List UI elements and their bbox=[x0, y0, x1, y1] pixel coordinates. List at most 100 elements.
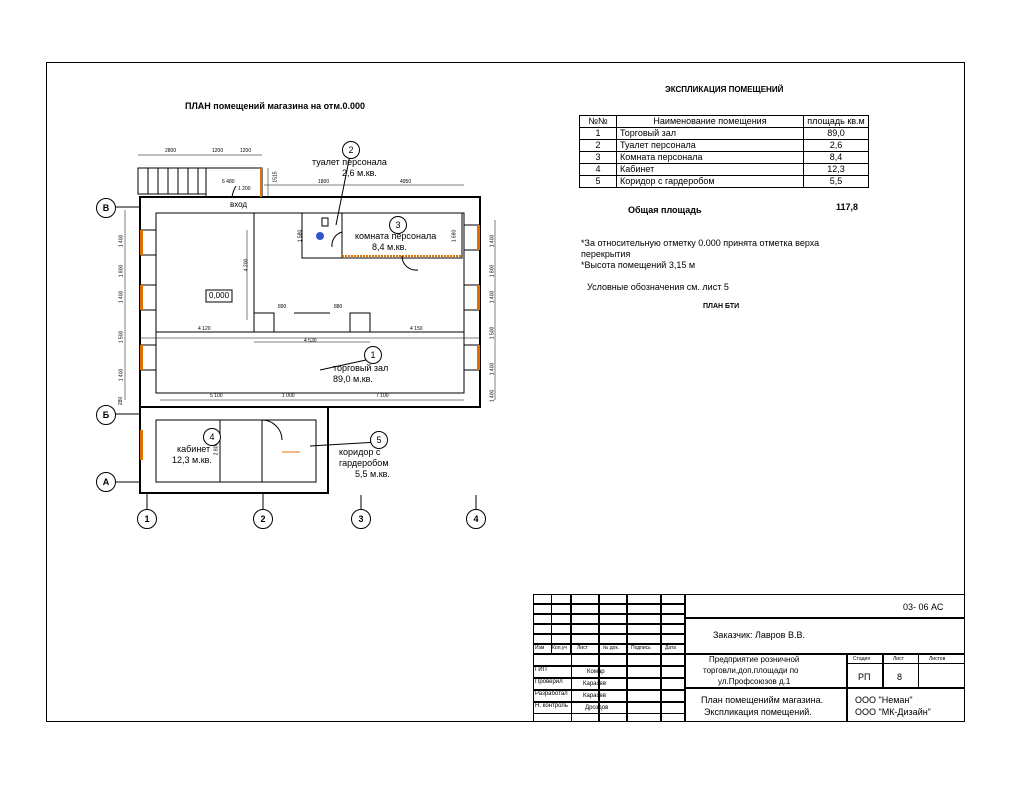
dim-right-5: 1 400 bbox=[489, 362, 496, 376]
note-bti: ПЛАН БТИ bbox=[703, 303, 740, 310]
dim-1515: 1515 bbox=[272, 171, 279, 183]
dim-top-1: 2800 bbox=[165, 148, 177, 154]
dim-1200: 1 200 bbox=[238, 186, 251, 192]
dim-top2-1: 1800 bbox=[318, 179, 330, 185]
title-block: 03- 06 АС Заказчик: Лавров В.В. Изм Кол.… bbox=[533, 594, 965, 722]
project-line-1: Предприятие розничной bbox=[709, 655, 800, 664]
drawing-line-1: План помещенийм магазина. bbox=[701, 695, 824, 705]
room-name-3: комната персонала bbox=[355, 231, 437, 241]
row-num: 5 bbox=[579, 175, 617, 188]
axis-marker-2: 2 bbox=[253, 509, 273, 529]
dim-top2-2: 4950 bbox=[400, 179, 412, 185]
elevation-mark: 0,000 bbox=[209, 291, 230, 300]
name-1: Комар bbox=[587, 669, 605, 675]
dim-top-3: 1200 bbox=[240, 148, 252, 154]
dim-left-2: 1 800 bbox=[118, 264, 125, 278]
room-area-2: 2,6 м.кв. bbox=[342, 168, 377, 178]
axis-marker-v: В bbox=[96, 198, 116, 218]
dim-4150: 4 150 bbox=[410, 326, 423, 332]
stage-label: Стадия bbox=[853, 656, 871, 662]
dim-bottom-3: 7 100 bbox=[376, 393, 389, 399]
row-name: Комната персонала bbox=[616, 151, 804, 164]
room-number-2: 2 bbox=[342, 141, 360, 159]
dim-1680: 1 680 bbox=[451, 229, 458, 243]
project-line-3: ул.Профсоюзов д.1 bbox=[718, 677, 791, 686]
axis-marker-b: Б bbox=[96, 405, 116, 425]
room-area-3: 8,4 м.кв. bbox=[372, 242, 407, 252]
drawing-frame bbox=[46, 62, 965, 722]
room-area-5: 5,5 м.кв. bbox=[355, 469, 390, 479]
dim-left-3: 1 400 bbox=[118, 290, 125, 304]
table-row: 3 Комната персонала 8,4 bbox=[579, 151, 869, 164]
dim-right-4: 1 500 bbox=[489, 326, 496, 340]
role-checked: Проверил bbox=[535, 679, 563, 685]
dim-6480: 6 480 bbox=[222, 179, 235, 185]
table-header-row: №№ Наименование помещения площадь кв.м bbox=[579, 115, 869, 128]
row-num: 1 bbox=[579, 127, 617, 140]
header-name: Наименование помещения bbox=[616, 115, 804, 128]
dim-bottom-2: 1 000 bbox=[282, 393, 295, 399]
header-num: №№ bbox=[579, 115, 617, 128]
room-name-5: коридор с гардеробом bbox=[339, 447, 389, 468]
note-height: *Высота помещений 3,15 м bbox=[581, 260, 696, 270]
stamp-col-2: Кол.уч bbox=[552, 645, 567, 651]
stamp-col-6: Дата bbox=[665, 645, 677, 651]
customer-name: Заказчик: Лавров В.В. bbox=[713, 630, 805, 640]
room-number-1: 1 bbox=[364, 346, 382, 364]
note-elevation-cont: перекрытия bbox=[581, 249, 631, 259]
stamp-col-5: Подпись bbox=[631, 645, 651, 651]
dim-left-1: 1 400 bbox=[118, 234, 125, 248]
row-name: Коридор с гардеробом bbox=[616, 175, 804, 188]
row-area: 2,6 bbox=[803, 139, 869, 152]
room-area-4: 12,3 м.кв. bbox=[172, 455, 212, 465]
row-name: Туалет персонала bbox=[616, 139, 804, 152]
room-number-3: 3 bbox=[389, 216, 407, 234]
note-elevation: *За относительную отметку 0.000 принята … bbox=[581, 238, 820, 248]
axis-marker-4: 4 bbox=[466, 509, 486, 529]
row-name: Кабинет bbox=[616, 163, 804, 176]
header-area: площадь кв.м bbox=[803, 115, 869, 128]
table-row: 5 Коридор с гардеробом 5,5 bbox=[579, 175, 869, 188]
axis-marker-a: А bbox=[96, 472, 116, 492]
dim-right-1: 1 400 bbox=[489, 234, 496, 248]
table-row: 1 Торговый зал 89,0 bbox=[579, 127, 869, 140]
name-4: Дроздов bbox=[585, 705, 609, 711]
row-name: Торговый зал bbox=[616, 127, 804, 140]
sheet-value: 8 bbox=[897, 672, 903, 682]
dim-4200: 4 200 bbox=[243, 258, 250, 272]
stamp-col-4: № док. bbox=[603, 645, 620, 651]
dim-right-6: 1 400 bbox=[489, 389, 496, 403]
explication-title: ЭКСПЛИКАЦИЯ ПОМЕЩЕНИЙ bbox=[665, 85, 784, 94]
stage-value: РП bbox=[858, 672, 871, 682]
explication-table: №№ Наименование помещения площадь кв.м 1… bbox=[579, 115, 869, 188]
table-row: 4 Кабинет 12,3 bbox=[579, 163, 869, 176]
entrance-label: вход bbox=[230, 200, 248, 209]
dim-top-2: 1200 bbox=[212, 148, 224, 154]
dim-right-2: 1 800 bbox=[489, 264, 496, 278]
room-area-1: 89,0 м.кв. bbox=[333, 374, 373, 384]
row-area: 8,4 bbox=[803, 151, 869, 164]
document-code: 03- 06 АС bbox=[903, 602, 944, 612]
room-name-4: кабинет bbox=[177, 444, 211, 454]
dim-right-3: 1 400 bbox=[489, 290, 496, 304]
row-area: 5,5 bbox=[803, 175, 869, 188]
row-num: 4 bbox=[579, 163, 617, 176]
role-control: Н. контроль bbox=[535, 703, 568, 709]
drawing-line-2: Экспликация помещений. bbox=[704, 707, 812, 717]
dim-4530: 4 530 bbox=[304, 338, 317, 344]
note-legend: Условные обозначения см. лист 5 bbox=[587, 282, 729, 292]
dim-890: 890 bbox=[278, 304, 287, 310]
room-number-5: 5 bbox=[370, 431, 388, 449]
dim-left-5: 1 400 bbox=[118, 368, 125, 382]
room-number-4: 4 bbox=[203, 428, 221, 446]
plan-title: ПЛАН помещений магазина на отм.0.000 bbox=[185, 101, 366, 111]
row-area: 12,3 bbox=[803, 163, 869, 176]
sheets-label: Листов bbox=[929, 656, 946, 662]
total-value: 117,8 bbox=[836, 202, 859, 212]
dim-left-4: 1 500 bbox=[118, 330, 125, 344]
row-num: 2 bbox=[579, 139, 617, 152]
dim-4120: 4 120 bbox=[198, 326, 211, 332]
dim-1580: 1 580 bbox=[297, 229, 304, 243]
dim-280: 280 bbox=[118, 396, 125, 406]
total-label: Общая площадь bbox=[628, 205, 702, 215]
